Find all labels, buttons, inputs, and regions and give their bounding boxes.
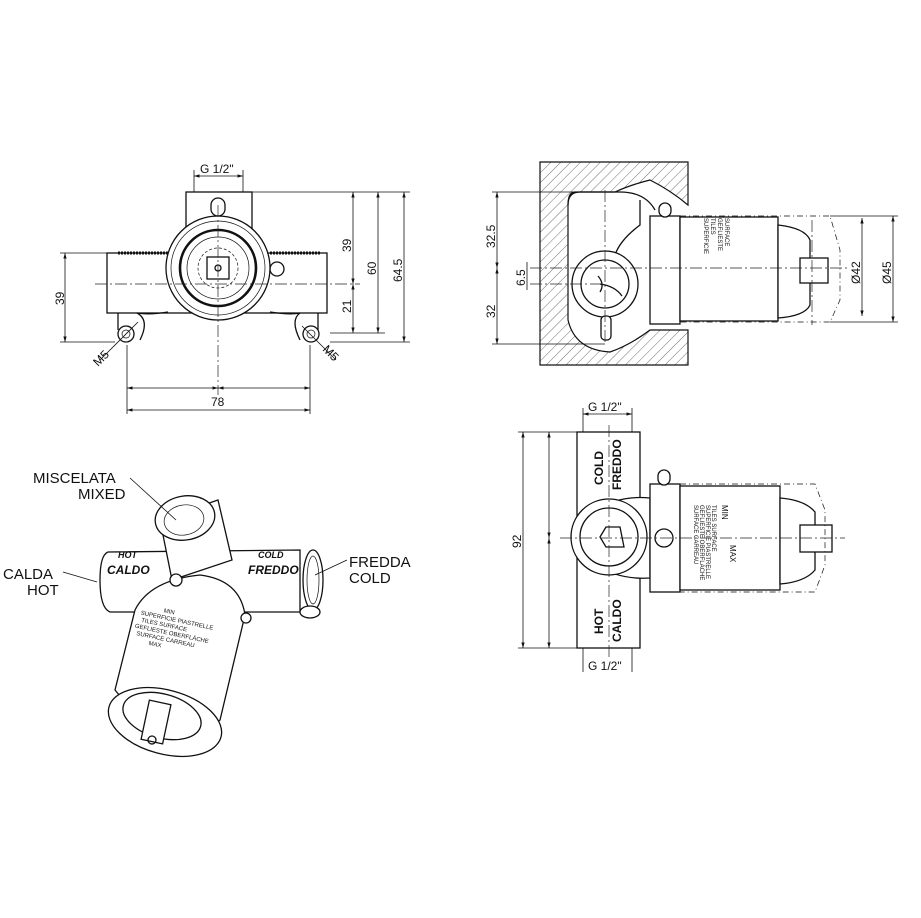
- thread-bottom: G 1/2": [588, 659, 622, 673]
- dim-60: 60: [365, 261, 379, 275]
- svg-text:FREDDO: FREDDO: [248, 563, 299, 577]
- svg-text:SUPERFICIE: SUPERFICIE: [702, 218, 708, 254]
- stem: [799, 257, 829, 284]
- dim-21: 21: [340, 299, 354, 313]
- dim-64-5: 64.5: [391, 258, 405, 282]
- mixed-label-it: MISCELATA: [33, 470, 116, 487]
- side-section-view: SUPERFICIE TILES GEFLIESTE SURFACE 32.5 …: [484, 161, 898, 366]
- svg-text:SURFACE CARREAU: SURFACE CARREAU: [692, 505, 698, 564]
- cold-label-en: COLD: [349, 570, 391, 587]
- iso-spindle: [140, 699, 172, 745]
- thread-top: G 1/2": [588, 400, 622, 414]
- svg-text:MIN: MIN: [720, 505, 729, 520]
- svg-text:HOT: HOT: [118, 550, 139, 560]
- dim-32: 32: [484, 304, 498, 318]
- m5-label-right: M5: [320, 342, 342, 364]
- iso-cold-port: [302, 549, 324, 611]
- svg-text:TILES SURFACE: TILES SURFACE: [710, 505, 716, 552]
- dim-diameter-45: Ø45: [880, 261, 894, 284]
- svg-text:COLD: COLD: [258, 550, 284, 560]
- mixed-label-en: MIXED: [78, 486, 126, 503]
- front-view: G 1/2" 39 21 60 64.5 39 78 M5 M5: [53, 162, 410, 414]
- cap: [777, 224, 811, 319]
- tube-text-caldo: CALDO: [610, 599, 624, 642]
- isometric-view: HOT CALDO COLD FREDDO MIN SUPERFICIE PIA…: [3, 470, 411, 758]
- svg-text:SURFACE: SURFACE: [723, 218, 729, 246]
- thread-label: G 1/2": [200, 162, 234, 176]
- cold-label-it: FREDDA: [349, 554, 411, 571]
- svg-text:SUPERFICIE PIASTRELLE: SUPERFICIE PIASTRELLE: [704, 505, 710, 579]
- dim-diameter-42: Ø42: [849, 261, 863, 284]
- iso-tube-text: HOT CALDO COLD FREDDO: [107, 550, 299, 577]
- hot-label-it: CALDA: [3, 566, 53, 583]
- svg-text:CALDO: CALDO: [107, 563, 150, 577]
- tube-text-freddo: FREDDO: [610, 439, 624, 490]
- svg-text:TILES: TILES: [709, 218, 715, 235]
- dim-78: 78: [211, 395, 225, 409]
- tube-text-hot: HOT: [592, 608, 606, 634]
- cartridge-body: [679, 216, 779, 322]
- dim-92: 92: [510, 534, 524, 548]
- iso-mixed-port: [154, 495, 216, 541]
- svg-text:MAX: MAX: [148, 641, 162, 650]
- svg-text:MAX: MAX: [728, 545, 737, 563]
- tube-text-cold: COLD: [592, 451, 606, 485]
- m5-label-left: M5: [90, 347, 112, 369]
- collar: [649, 215, 681, 325]
- top-cartridge-text: MIN SUPERFICIE PIASTRELLE TILES SURFACE …: [692, 505, 737, 580]
- svg-text:GEFLIESTE: GEFLIESTE: [716, 218, 722, 251]
- mount-hole-right: [302, 325, 320, 343]
- cartridge-text-side: SUPERFICIE TILES GEFLIESTE SURFACE: [702, 218, 729, 254]
- svg-text:GEFLIESTE OBERFLÄCHE: GEFLIESTE OBERFLÄCHE: [698, 505, 705, 580]
- svg-text:MIN: MIN: [163, 608, 175, 616]
- hot-label-en: HOT: [27, 582, 59, 599]
- top-view: MIN SUPERFICIE PIASTRELLE TILES SURFACE …: [510, 400, 845, 673]
- dim-39-left: 39: [53, 291, 67, 305]
- dim-32-5: 32.5: [484, 224, 498, 248]
- dim-39-upper: 39: [340, 238, 354, 252]
- dim-6-5: 6.5: [514, 269, 528, 286]
